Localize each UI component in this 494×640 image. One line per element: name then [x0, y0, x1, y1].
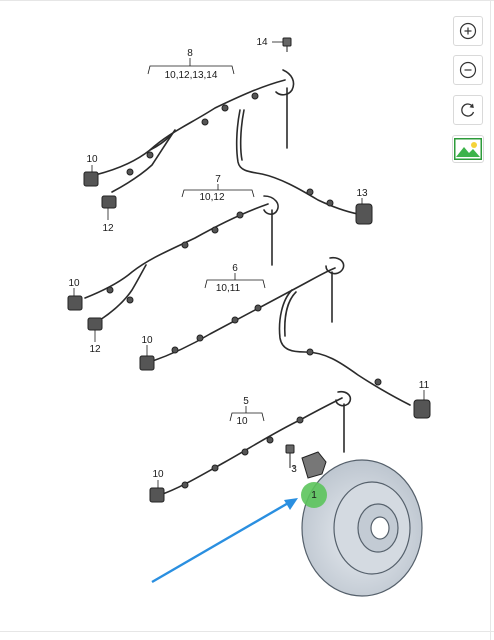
label-1: 1 — [311, 490, 317, 501]
image-icon — [454, 138, 482, 160]
label-5-refs: 10 — [236, 416, 248, 427]
zoom-out-button[interactable] — [453, 55, 483, 85]
label-7-refs: 10,12 — [199, 192, 224, 203]
harness-7 — [84, 195, 279, 321]
bottom-border — [0, 631, 494, 632]
label-12-b: 12 — [89, 344, 101, 355]
label-14: 14 — [256, 37, 268, 48]
label-12-a: 12 — [102, 223, 114, 234]
label-8-refs: 10,12,13,14 — [165, 70, 218, 81]
harness-5 — [159, 390, 352, 496]
label-7: 7 — [215, 174, 221, 185]
label-6: 6 — [232, 263, 238, 274]
bolt-3 — [285, 444, 295, 468]
highlight-marker — [301, 482, 327, 508]
label-13: 13 — [356, 188, 368, 199]
harness-7-connectors — [67, 211, 244, 331]
harness-6 — [149, 256, 411, 406]
label-10-b: 10 — [68, 278, 80, 289]
label-10-a: 10 — [86, 154, 98, 165]
brake-disc — [301, 459, 423, 597]
label-8: 8 — [187, 48, 193, 59]
wheel-speed-sensor — [301, 451, 327, 479]
zoom-out-icon — [459, 61, 477, 79]
pointer-arrow — [151, 498, 298, 584]
reset-rotate-button[interactable] — [453, 95, 483, 125]
bolt-14 — [282, 37, 292, 52]
rotate-reset-icon — [461, 103, 475, 117]
callout-brackets — [73, 41, 425, 488]
zoom-in-button[interactable] — [453, 16, 483, 46]
callout-labels: 14 8 10,12,13,14 10 12 13 7 10,12 10 12 … — [68, 37, 429, 501]
image-view-button[interactable] — [452, 135, 484, 163]
label-3: 3 — [291, 464, 297, 475]
label-10-c: 10 — [141, 335, 153, 346]
harness-8 — [94, 69, 359, 215]
label-6-refs: 10,11 — [216, 283, 241, 294]
label-5: 5 — [243, 396, 249, 407]
top-border — [0, 0, 494, 1]
label-10-d: 10 — [152, 469, 164, 480]
harness-5-connectors — [149, 416, 304, 503]
zoom-in-icon — [459, 22, 477, 40]
harness-8-connectors — [83, 92, 373, 225]
harness-6-connectors — [139, 304, 431, 419]
label-11: 11 — [419, 380, 430, 391]
right-border — [490, 0, 491, 640]
